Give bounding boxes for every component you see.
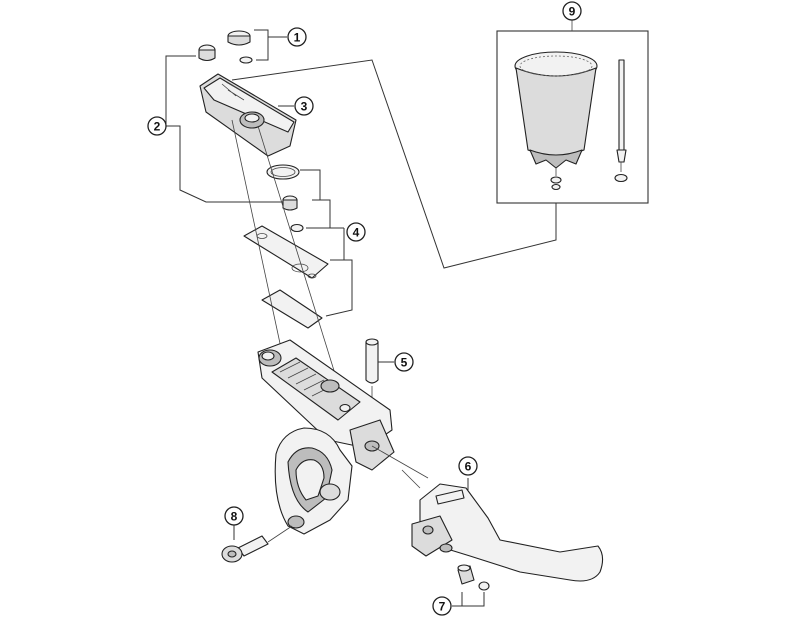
bleed-screw-group — [227, 29, 287, 64]
cap-logo-marks — [221, 81, 245, 101]
callout-circle — [147, 116, 167, 136]
callout-number: 4 — [353, 226, 360, 240]
callout-circle — [562, 1, 582, 21]
diaphragm-washer — [290, 223, 304, 233]
callout-circle — [432, 596, 452, 616]
pivot-pin-body — [365, 341, 379, 384]
bleed-plunger-tip — [616, 149, 627, 163]
lever-axis-line — [401, 469, 421, 489]
callout-number: 5 — [401, 356, 408, 370]
clamp-bolt-shank — [237, 535, 269, 557]
leader-2-bracket — [165, 55, 286, 203]
plate-hole-c — [307, 273, 317, 279]
callout-number: 9 — [569, 5, 576, 19]
assembly-axis-b — [257, 125, 346, 407]
callout-6: 6 — [458, 456, 478, 476]
reservoir-well — [271, 357, 361, 421]
piston-bore — [320, 379, 340, 393]
pivot-pin-group — [365, 338, 394, 384]
brake-lever-blade — [419, 483, 604, 582]
callout-circle — [287, 27, 307, 47]
leader-7-bracket — [452, 592, 485, 607]
callout-number: 6 — [465, 460, 472, 474]
lever-adjust-hole — [439, 543, 453, 553]
callout-9: 9 — [562, 1, 582, 21]
clamp-group — [274, 427, 353, 535]
hose-port-inner — [261, 351, 275, 361]
bleed-cup-inner-rim — [519, 55, 593, 77]
callout-circle — [458, 456, 478, 476]
callout-circle — [294, 96, 314, 116]
callout-5: 5 — [394, 352, 414, 372]
bleed-cup-washer — [550, 176, 562, 184]
bleed-kit-group — [496, 5, 649, 204]
callout-7: 7 — [432, 596, 452, 616]
callout-circle — [346, 222, 366, 242]
cap-screw-body — [198, 49, 216, 62]
callout-circle — [224, 506, 244, 526]
body-screw-hole — [339, 403, 351, 413]
callout-8: 8 — [224, 506, 244, 526]
callout-circle — [394, 352, 414, 372]
diaphragm-oring-inner — [270, 167, 296, 177]
pivot-pin-top — [365, 338, 379, 346]
diaphragm-group — [243, 164, 353, 329]
diaphragm-screw-body — [282, 199, 298, 211]
leader-1b — [256, 37, 269, 61]
callout-1: 1 — [287, 27, 307, 47]
bleed-plunger-rod — [618, 59, 625, 151]
pivot-axis-line — [371, 445, 429, 479]
callout-layer: 1 2 3 4 5 6 7 8 9 — [147, 1, 582, 616]
clamp-bolt-axis — [267, 525, 293, 543]
callout-number: 1 — [294, 31, 301, 45]
clamp-bolt-hole — [287, 515, 305, 529]
bleed-cup-oring — [551, 183, 561, 191]
bleed-oring — [239, 56, 253, 64]
lever-reach-slot — [435, 489, 465, 505]
lever-pivot-hole — [422, 525, 434, 535]
reservoir-cap-group — [198, 44, 297, 157]
reservoir-well-ribs — [279, 361, 333, 397]
bleed-cup-body — [515, 67, 597, 157]
diaphragm-gasket — [261, 289, 323, 329]
lever-bushing-group — [452, 564, 490, 607]
clamp-bore-face — [295, 459, 325, 501]
bleed-cup-base — [529, 149, 583, 169]
callout-3: 3 — [294, 96, 314, 116]
master-cylinder-group — [231, 119, 429, 479]
diaphragm-plate — [243, 225, 329, 279]
callout-number: 2 — [154, 120, 161, 134]
bleed-port-guide-line — [231, 59, 557, 269]
lever-pin — [478, 581, 490, 591]
assembly-axis-a — [231, 119, 285, 363]
lever-bushing-top — [457, 564, 471, 572]
brake-lever-group — [401, 469, 604, 582]
callout-number: 7 — [439, 600, 446, 614]
cap-port-inner — [244, 113, 260, 123]
clamp-hinge — [319, 483, 341, 501]
callout-4: 4 — [346, 222, 366, 242]
reservoir-cap-top — [203, 77, 295, 133]
bleed-plunger-nut — [614, 173, 628, 183]
clamp-bolt-socket — [227, 550, 237, 558]
bleed-screw-side — [227, 35, 251, 46]
callout-2: 2 — [147, 116, 167, 136]
callout-number: 3 — [301, 100, 308, 114]
leader-1a — [254, 29, 287, 38]
leader-4-bracket — [300, 169, 353, 317]
clamp-bolt-group — [221, 524, 293, 563]
callout-number: 8 — [231, 510, 238, 524]
plate-hole-b — [291, 263, 309, 273]
